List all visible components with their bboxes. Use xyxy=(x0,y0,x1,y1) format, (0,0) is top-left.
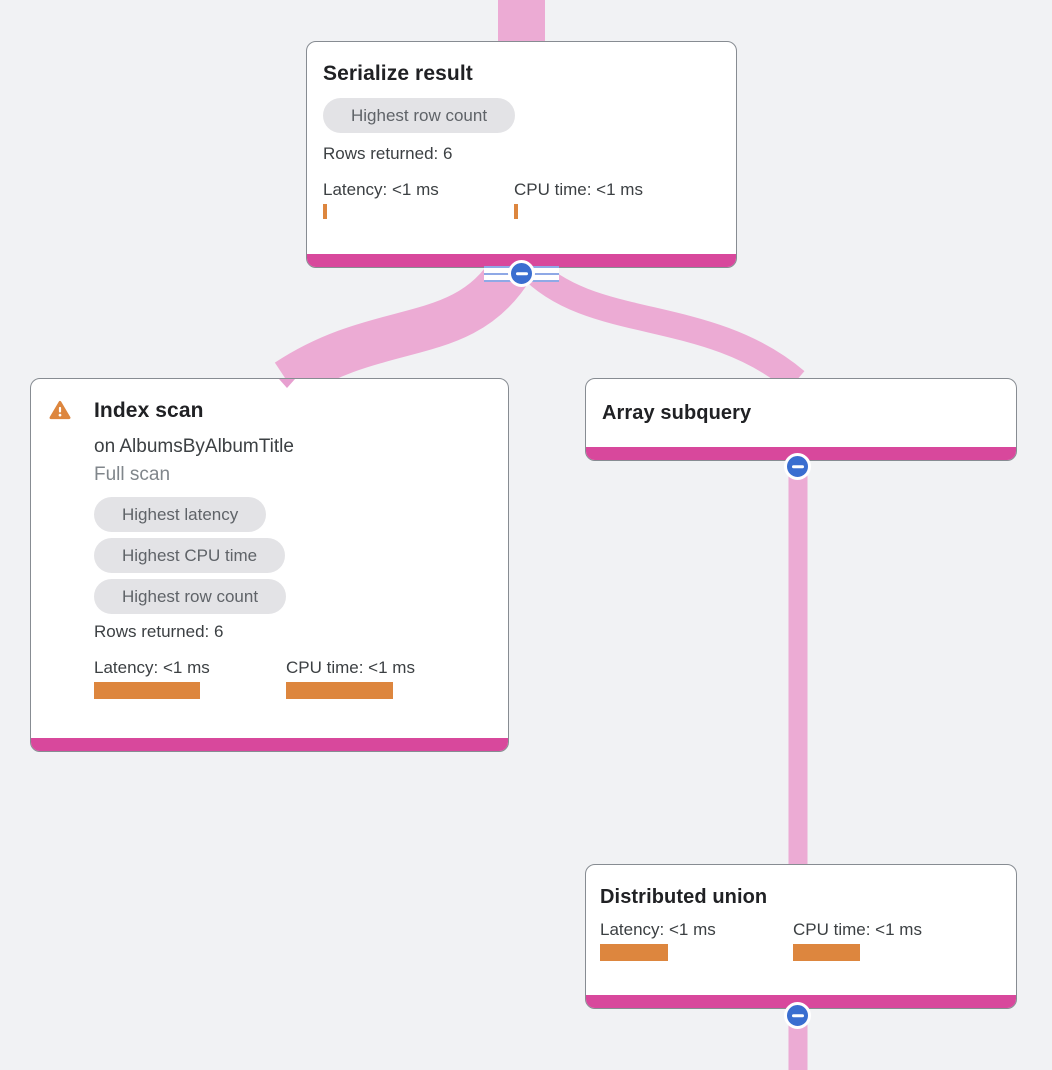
minus-icon xyxy=(791,464,804,469)
cpu-time-metric: CPU time: <1 ms xyxy=(514,179,643,219)
cpu-time-metric: CPU time: <1 ms xyxy=(793,919,922,961)
latency-metric: Latency: <1 ms xyxy=(94,657,286,699)
node-accent-bar xyxy=(31,738,508,751)
cpu-time-label: CPU time: <1 ms xyxy=(514,180,643,199)
node-title: Serialize result xyxy=(323,62,473,85)
node-title: Index scan xyxy=(94,399,204,422)
cpu-time-bar xyxy=(514,204,518,219)
plan-node-array-subquery[interactable]: Array subquery xyxy=(585,378,1017,461)
latency-bar xyxy=(323,204,327,219)
plan-node-serialize-result[interactable]: Serialize result Highest row count Rows … xyxy=(306,41,737,268)
cpu-time-label: CPU time: <1 ms xyxy=(793,920,922,939)
latency-metric: Latency: <1 ms xyxy=(600,919,793,961)
node-title: Distributed union xyxy=(600,886,768,908)
highlight-badge: Highest CPU time xyxy=(94,538,286,573)
latency-bar xyxy=(94,682,200,699)
edge-serialize-to-index-scan xyxy=(274,253,532,400)
warning-triangle-icon xyxy=(49,400,71,420)
latency-label: Latency: <1 ms xyxy=(94,658,210,677)
node-accent-bar xyxy=(586,995,1016,1008)
minus-icon xyxy=(515,271,528,276)
cpu-time-bar xyxy=(793,944,860,961)
collapse-button-serialize-result[interactable] xyxy=(508,260,535,287)
highlight-badges: Highest latency Highest CPU time Highest… xyxy=(94,497,492,614)
latency-metric: Latency: <1 ms xyxy=(323,179,514,219)
cpu-time-label: CPU time: <1 ms xyxy=(286,658,415,677)
metrics-row: Latency: <1 ms CPU time: <1 ms xyxy=(323,179,720,219)
cpu-time-metric: CPU time: <1 ms xyxy=(286,657,415,699)
latency-label: Latency: <1 ms xyxy=(600,920,716,939)
highlight-badge: Highest row count xyxy=(323,98,516,133)
latency-bar xyxy=(600,944,668,961)
plan-node-index-scan[interactable]: Index scan on AlbumsByAlbumTitle Full sc… xyxy=(30,378,509,752)
node-target-text: on AlbumsByAlbumTitle xyxy=(94,436,294,457)
collapse-button-distributed-union[interactable] xyxy=(784,1002,811,1029)
latency-label: Latency: <1 ms xyxy=(323,180,439,199)
highlight-badge: Highest row count xyxy=(94,579,287,614)
cpu-time-bar xyxy=(286,682,393,699)
edge-arrowhead-icon xyxy=(279,379,295,388)
collapse-button-array-subquery[interactable] xyxy=(784,453,811,480)
full-scan-text: Full scan xyxy=(94,464,171,485)
rows-returned-text: Rows returned: 6 xyxy=(323,144,453,163)
rows-returned-text: Rows returned: 6 xyxy=(94,622,224,641)
minus-icon xyxy=(791,1013,804,1018)
metrics-row: Latency: <1 ms CPU time: <1 ms xyxy=(94,657,492,699)
highlight-badge: Highest latency xyxy=(94,497,267,532)
node-title: Array subquery xyxy=(602,402,752,424)
metrics-row: Latency: <1 ms CPU time: <1 ms xyxy=(600,919,1000,961)
edge-serialize-to-array-subquery xyxy=(519,256,805,392)
plan-node-distributed-union[interactable]: Distributed union Latency: <1 ms CPU tim… xyxy=(585,864,1017,1009)
